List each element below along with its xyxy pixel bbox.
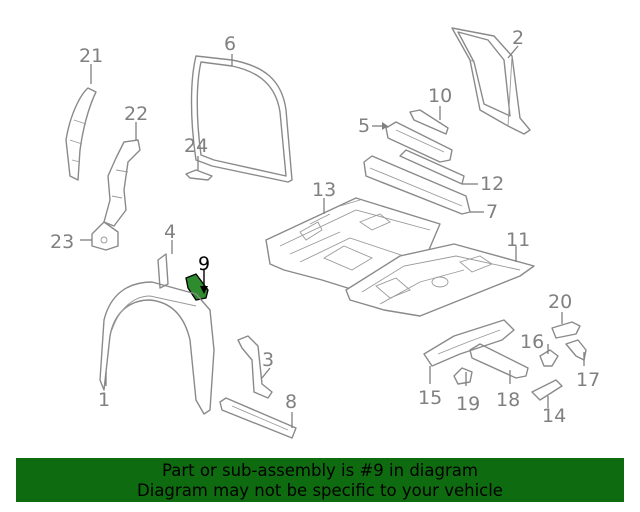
callout-22: 22 <box>124 103 148 125</box>
part-23 <box>91 221 119 251</box>
part-6 <box>190 55 293 183</box>
part-8 <box>219 397 297 439</box>
callout-5: 5 <box>358 115 370 137</box>
part-18 <box>469 343 529 379</box>
callout-16: 16 <box>520 331 544 353</box>
callout-19: 19 <box>456 393 480 415</box>
part-20 <box>551 321 581 339</box>
part-9 <box>185 273 209 301</box>
part-4 <box>157 253 169 289</box>
callout-12: 12 <box>480 173 504 195</box>
info-banner: Part or sub-assembly is #9 in diagram Di… <box>16 458 624 502</box>
part-17 <box>565 339 587 361</box>
callout-21: 21 <box>79 45 103 67</box>
callout-1: 1 <box>98 389 110 411</box>
callout-6: 6 <box>224 33 236 55</box>
leader-3 <box>261 367 271 379</box>
part-12 <box>399 149 465 185</box>
callout-15: 15 <box>418 387 442 409</box>
part-10 <box>409 109 449 135</box>
banner-line-2: Diagram may not be specific to your vehi… <box>137 481 503 500</box>
part-21 <box>65 87 97 181</box>
part-24 <box>185 169 213 181</box>
part-15 <box>423 319 515 367</box>
callout-14: 14 <box>542 405 566 427</box>
part-14 <box>531 379 563 401</box>
callout-10: 10 <box>428 85 452 107</box>
banner-line-1: Part or sub-assembly is #9 in diagram <box>162 461 478 480</box>
part-22 <box>103 139 141 227</box>
callout-13: 13 <box>312 179 336 201</box>
arrow-9 <box>200 286 208 294</box>
part-11 <box>345 243 535 317</box>
callout-17: 17 <box>576 369 600 391</box>
part-2 <box>451 27 531 135</box>
arrow-5 <box>382 122 388 130</box>
callout-23: 23 <box>50 231 74 253</box>
callout-24: 24 <box>184 135 208 157</box>
callout-20: 20 <box>548 291 572 313</box>
part-3 <box>237 335 273 399</box>
callout-4: 4 <box>164 221 176 243</box>
callout-11: 11 <box>506 229 530 251</box>
callout-9: 9 <box>198 253 210 275</box>
callout-8: 8 <box>285 391 297 413</box>
part-19 <box>453 367 473 385</box>
callout-3: 3 <box>262 349 274 371</box>
leader-2 <box>507 45 519 59</box>
callout-2: 2 <box>512 27 524 49</box>
part-5 <box>385 121 453 163</box>
callout-7: 7 <box>486 201 498 223</box>
part-1 <box>99 281 215 415</box>
callout-18: 18 <box>496 389 520 411</box>
